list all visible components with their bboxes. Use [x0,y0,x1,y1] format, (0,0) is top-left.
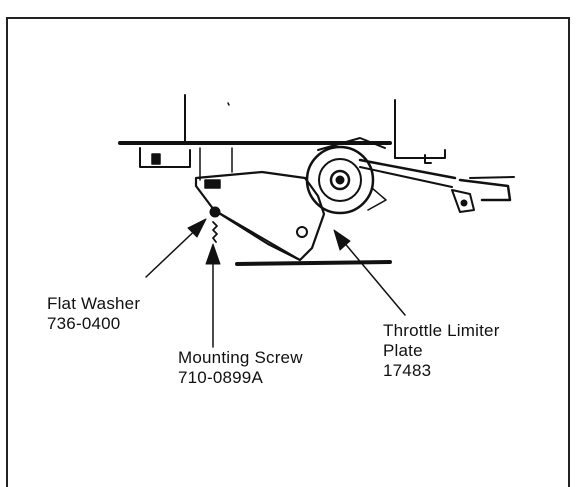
throttle-limiter-plate-name-line2: Plate [383,341,423,360]
throttle-limiter-plate-name-line1: Throttle Limiter [383,321,500,340]
mounting-screw-callout: Mounting Screw 710-0899A [178,348,303,388]
leader-mounting-screw [205,243,221,348]
flat-washer-part-number: 736-0400 [47,314,121,333]
figure-frame [6,17,570,487]
mounting-screw-part-number: 710-0899A [178,368,263,387]
leader-flat-washer [145,218,207,278]
throttle-limiter-plate-part-number: 17483 [383,361,432,380]
leader-throttle-limiter-plate [333,229,406,316]
mounting-screw-name: Mounting Screw [178,348,303,367]
flat-washer-name: Flat Washer [47,294,141,313]
flat-washer-callout: Flat Washer 736-0400 [47,294,140,334]
throttle-limiter-plate-callout: Throttle Limiter Plate 17483 [383,321,500,381]
